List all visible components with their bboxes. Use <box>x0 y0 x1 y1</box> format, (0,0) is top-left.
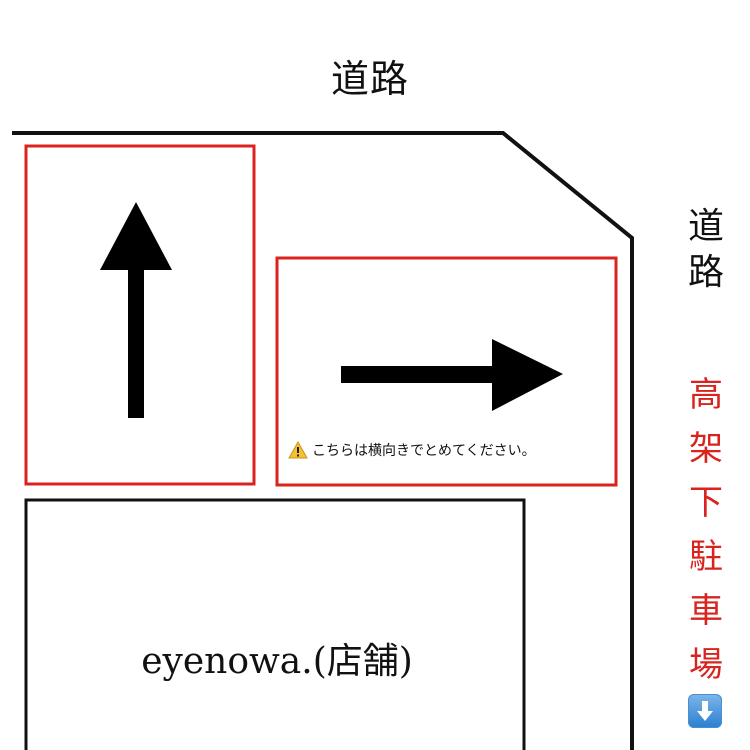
shop-name-label: eyenowa.(店舗) <box>141 641 413 682</box>
parking-label-char: 駐 <box>689 537 723 577</box>
parking-notice: こちらは横向きでとめてください。 <box>288 440 608 460</box>
shop-building <box>24 498 526 750</box>
arrow-right-icon <box>341 339 563 411</box>
under-bridge-parking-label: 高 架 下 駐 車 場 <box>682 368 730 692</box>
parking-label-char: 高 <box>689 375 723 415</box>
parking-slot-right <box>275 256 618 487</box>
arrow-up-icon <box>100 202 172 418</box>
warning-icon <box>288 440 308 459</box>
parking-label-char: 架 <box>689 429 723 469</box>
road-label-right: 道 路 <box>682 204 730 296</box>
parking-label-char: 下 <box>689 483 723 523</box>
road-label-right-char: 道 <box>687 206 724 247</box>
parking-slot-left <box>24 144 256 486</box>
road-label-top: 道路 <box>330 57 409 101</box>
road-boundary-line <box>12 131 634 750</box>
parking-label-char: 場 <box>689 645 723 685</box>
parking-label-char: 車 <box>689 591 723 631</box>
road-label-right-char: 路 <box>687 252 724 293</box>
notice-text: こちらは横向きでとめてください。 <box>312 443 536 459</box>
down-arrow-icon <box>688 694 722 728</box>
